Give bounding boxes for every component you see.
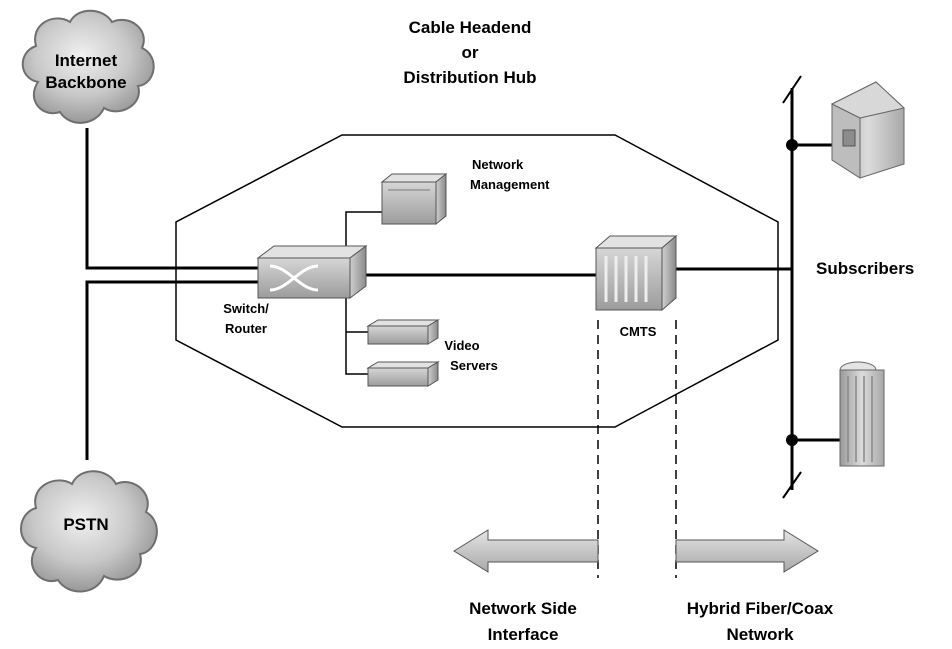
video-label-line-1: Video [444,338,479,353]
building-icon [839,361,885,467]
interface-dashes [597,320,677,578]
pstn-link [85,280,264,460]
hfc-label-line-2: Network [726,625,794,644]
headend-title: Cable Headend or Distribution Hub [403,18,536,87]
switch-label-line-2: Router [225,321,267,336]
building-tap-dot [786,434,798,446]
hfc-arrow [675,529,819,573]
pstn-cloud: PSTN [20,470,158,593]
title-line-1: Cable Headend [409,18,532,37]
network-side-arrow [453,529,599,573]
mgmt-link [345,203,385,252]
switch-arrows-icon [269,264,319,292]
headend-boundary [175,134,779,428]
video-server-2 [366,361,440,387]
video-label-line-2: Servers [450,358,498,373]
network-management-server: Network Management [380,157,550,226]
cmts-slots [604,256,648,302]
switch-router-device: Switch/ Router [223,245,368,336]
title-line-3: Distribution Hub [403,68,536,87]
internet-backbone-cloud: Internet Backbone [21,9,155,124]
switch-label-line-1: Switch/ [223,301,269,316]
video-server-1 [366,319,440,345]
network-side-label-line-1: Network Side [469,599,577,618]
title-line-2: or [462,43,479,62]
cmts-label: CMTS [620,324,657,339]
internet-label-line-1: Internet [55,51,118,70]
hfc-label-line-1: Hybrid Fiber/Coax [687,599,834,618]
bus-top-tick [782,75,802,104]
cmts-device: CMTS [594,234,678,339]
internet-label-line-2: Backbone [45,73,126,92]
house-tap-dot [786,139,798,151]
subscribers-label: Subscribers [816,259,914,278]
netmgmt-label-line-1: Network [472,157,524,172]
connection-lines [85,75,842,499]
bus-bottom-tick [782,471,802,499]
network-side-label-line-2: Interface [488,625,559,644]
netmgmt-label-line-2: Management [470,177,550,192]
house-icon [830,81,906,179]
building-stripes [847,376,873,462]
pstn-label: PSTN [63,515,108,534]
video-link [345,296,368,375]
internet-link [85,128,264,270]
